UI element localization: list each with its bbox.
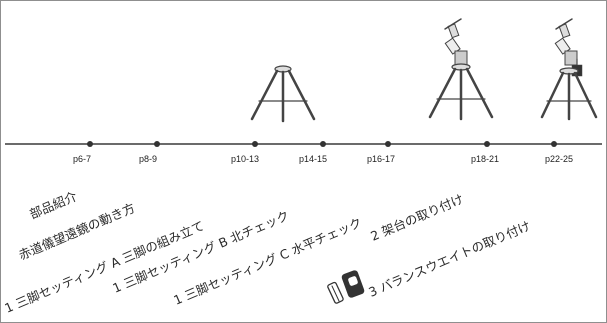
timeline-dot <box>154 141 160 147</box>
timeline-dot <box>385 141 391 147</box>
timeline-dot <box>252 141 258 147</box>
page-range-label: p16-17 <box>367 154 395 164</box>
tripod-with-mount-illustration <box>428 18 494 121</box>
page-range-label: p22-25 <box>545 154 573 164</box>
timeline-dot <box>484 141 490 147</box>
tripod-illustration <box>250 65 316 123</box>
page-range-label: p6-7 <box>73 154 91 164</box>
page-range-label: p10-13 <box>231 154 259 164</box>
timeline-dot <box>551 141 557 147</box>
page-range-label: p14-15 <box>299 154 327 164</box>
timeline-dot <box>320 141 326 147</box>
step-label-mount-attach: 2 架台の取り付け <box>368 191 465 244</box>
tripod-with-weight-illustration <box>540 18 598 121</box>
page-range-label: p18-21 <box>471 154 499 164</box>
step-label-parts: 部品紹介 <box>27 188 79 222</box>
balance-weight-illustration <box>327 270 365 304</box>
timeline-dot <box>87 141 93 147</box>
page-range-label: p8-9 <box>139 154 157 164</box>
